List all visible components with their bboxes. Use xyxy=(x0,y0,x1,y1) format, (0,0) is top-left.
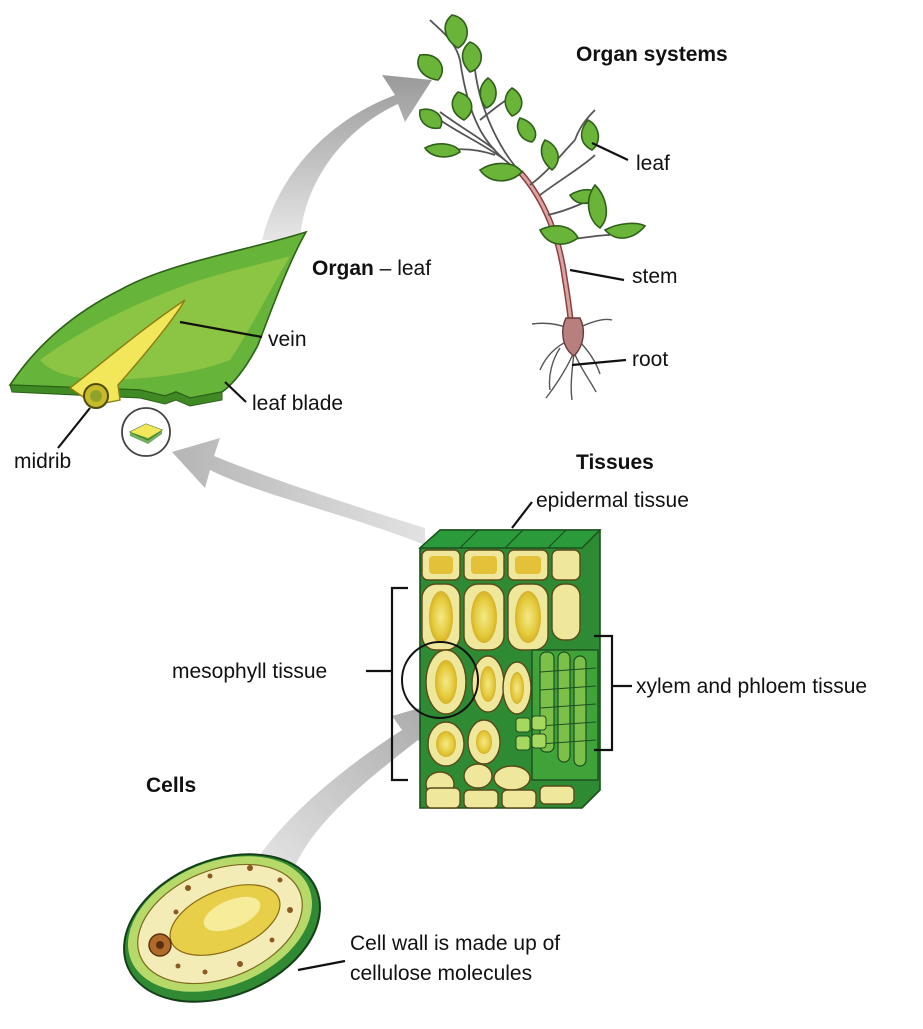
diagram-labels: Organ systems leaf stem root Organ – lea… xyxy=(14,43,867,985)
epidermal-tissue-label: epidermal tissue xyxy=(536,489,689,512)
root-label: root xyxy=(632,348,668,371)
organ-heading: Organ – leaf xyxy=(312,257,431,280)
vein-label: vein xyxy=(268,328,307,351)
mesophyll-tissue-label: mesophyll tissue xyxy=(172,660,327,683)
cells-heading: Cells xyxy=(146,774,196,797)
xylem-phloem-label: xylem and phloem tissue xyxy=(636,675,867,698)
arrow-tissues-to-organ xyxy=(172,438,425,545)
plant-illustration xyxy=(418,15,645,400)
plant-cell-illustration xyxy=(102,827,342,1024)
epidermal-top xyxy=(420,530,600,548)
leaf-section-illustration xyxy=(10,232,306,456)
progression-arrows xyxy=(172,75,440,880)
organ-systems-heading: Organ systems xyxy=(576,43,728,66)
organ-heading-rest: – leaf xyxy=(374,257,431,280)
organ-heading-bold: Organ xyxy=(312,257,374,280)
midrib-label: midrib xyxy=(14,450,71,473)
leaf-blade-label: leaf blade xyxy=(252,392,343,415)
tissues-heading: Tissues xyxy=(576,451,654,474)
leaf-label: leaf xyxy=(636,152,670,175)
tissue-block-illustration xyxy=(402,530,600,808)
cell-wall-label-line2: cellulose molecules xyxy=(350,962,532,985)
cell-wall-label-line1: Cell wall is made up of xyxy=(350,932,560,955)
stem-label: stem xyxy=(632,265,678,288)
arrow-organ-to-organ-systems xyxy=(262,75,432,240)
arrow-cells-to-tissues xyxy=(250,702,440,880)
